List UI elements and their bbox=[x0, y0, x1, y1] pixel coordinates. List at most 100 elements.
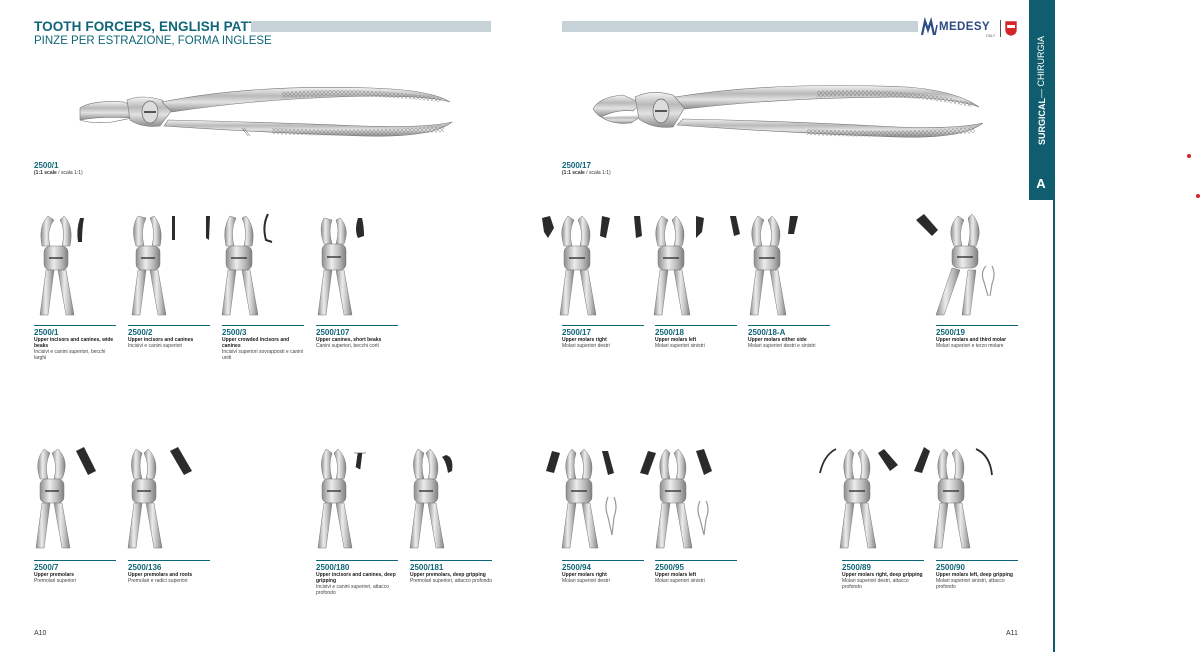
forceps-2500-1-large bbox=[79, 86, 453, 137]
item-rule bbox=[655, 560, 737, 561]
item-code: 2500/180 bbox=[316, 563, 350, 572]
forceps-2500-107-icon bbox=[317, 217, 364, 316]
item-rule bbox=[222, 325, 304, 326]
item-code: 2500/95 bbox=[655, 563, 684, 572]
item-desc-it: Molari superiori destri bbox=[562, 578, 610, 584]
forceps-2500-2-icon bbox=[131, 215, 175, 316]
title-bar-left bbox=[251, 21, 491, 32]
product-item: 2500/90 Upper molars left, deep gripping… bbox=[936, 560, 1018, 590]
item-desc-it: Incisivi e canini superiori bbox=[128, 343, 183, 349]
item-desc-it: Incisivi superiori sovrapposti e canini … bbox=[222, 349, 304, 361]
page-number-left: A10 bbox=[34, 630, 47, 637]
item-code: 2500/94 bbox=[562, 563, 591, 572]
item-code: 2500/17 bbox=[562, 328, 591, 337]
item-desc-en: Upper molars right bbox=[562, 572, 607, 578]
item-desc-en: Upper molars left bbox=[655, 337, 697, 343]
product-item: 2500/180 Upper incisors and canines, dee… bbox=[316, 560, 398, 596]
item-desc-it: Molari superiori sinistri bbox=[655, 578, 705, 584]
scale-bold: (1:1 scale bbox=[562, 170, 585, 176]
item-desc-it: Molari superiori destri e sinistri bbox=[748, 343, 816, 349]
item-desc-en: Upper premolars bbox=[34, 572, 75, 578]
item-rule bbox=[748, 325, 830, 326]
featured-caption-left: 2500/1 (1:1 scale / scala 1:1) bbox=[34, 161, 83, 176]
item-desc-it: Molari superiori destri, attacco profond… bbox=[842, 578, 909, 590]
product-item: 2500/18 Upper molars left Molari superio… bbox=[655, 325, 737, 349]
forceps-2500-181-icon bbox=[409, 448, 453, 549]
product-item: 2500/181 Upper premolars, deep gripping … bbox=[410, 560, 492, 584]
item-desc-en: Upper molars left bbox=[655, 572, 697, 578]
item-code: 2500/1 bbox=[34, 328, 59, 337]
item-desc-it: Canini superiori, becchi corti bbox=[316, 343, 379, 349]
forceps-2500-180-icon bbox=[317, 448, 366, 549]
item-rule bbox=[34, 560, 116, 561]
forceps-2500-1-icon bbox=[39, 215, 84, 316]
item-code: 2500/89 bbox=[842, 563, 871, 572]
item-rule bbox=[562, 560, 644, 561]
featured-scale: (1:1 scale / scala 1:1) bbox=[34, 170, 83, 176]
sidebar-category-rest: — CHIRURGIA bbox=[1036, 36, 1046, 99]
scale-bold: (1:1 scale bbox=[34, 170, 57, 176]
item-desc-it: Premolari e radici superiori bbox=[128, 578, 188, 584]
forceps-2500-19-icon bbox=[916, 213, 995, 316]
product-item: 2500/89 Upper molars right, deep grippin… bbox=[842, 560, 924, 590]
item-rule bbox=[655, 325, 737, 326]
brand-sub: ITALY bbox=[986, 34, 996, 38]
item-rule bbox=[34, 325, 116, 326]
item-desc-en: Upper premolars, deep gripping bbox=[410, 572, 486, 578]
product-item: 2500/18-A Upper molars either side Molar… bbox=[748, 325, 830, 349]
forceps-2500-136-icon bbox=[127, 447, 192, 549]
item-code: 2500/18 bbox=[655, 328, 684, 337]
item-code: 2500/90 bbox=[936, 563, 965, 572]
scale-rest: / scala 1:1) bbox=[56, 170, 83, 176]
product-item: 2500/95 Upper molars left Molari superio… bbox=[655, 560, 737, 584]
item-desc-it: Premolari superiori, attacco profondo bbox=[410, 578, 492, 584]
item-desc-en: Upper incisors and canines bbox=[128, 337, 194, 343]
item-desc-en: Upper premolars and roots bbox=[128, 572, 193, 578]
product-item: 2500/1 Upper incisors and canines, wide … bbox=[34, 325, 116, 361]
item-desc-en: Upper incisors and canines, wide beaks bbox=[34, 337, 114, 349]
product-item: 2500/2 Upper incisors and canines Incisi… bbox=[128, 325, 210, 349]
sidebar-tab bbox=[1029, 0, 1053, 200]
page-number-right: A11 bbox=[1006, 630, 1018, 637]
item-rule bbox=[316, 325, 398, 326]
forceps-2500-17-large bbox=[592, 85, 984, 138]
item-desc-en: Upper molars right bbox=[562, 337, 607, 343]
item-desc-en: Upper incisors and canines, deep grippin… bbox=[316, 572, 396, 584]
forceps-2500-90-icon bbox=[914, 447, 993, 549]
forceps-2500-89-icon bbox=[819, 448, 898, 549]
page-title: TOOTH FORCEPS, ENGLISH PATTERN bbox=[34, 19, 287, 34]
quality-badge-icon bbox=[1004, 20, 1018, 37]
brand-name: MEDESY bbox=[939, 21, 990, 33]
item-desc-it: Molari superiori destri bbox=[562, 343, 610, 349]
featured-code: 2500/17 bbox=[562, 161, 591, 170]
item-desc-en: Upper molars and third molar bbox=[936, 337, 1007, 343]
page-subtitle: PINZE PER ESTRAZIONE, FORMA INGLESE bbox=[34, 35, 272, 47]
product-item: 2500/7 Upper premolars Premolari superio… bbox=[34, 560, 116, 584]
item-rule bbox=[128, 325, 210, 326]
forceps-2500-17-icon bbox=[542, 215, 610, 316]
item-desc-en: Upper crowded incisors and canines bbox=[222, 337, 290, 349]
featured-caption-right: 2500/17 (1:1 scale / scala 1:1) bbox=[562, 161, 611, 176]
item-code: 2500/18-A bbox=[748, 328, 786, 337]
product-item: 2500/17 Upper molars right Molari superi… bbox=[562, 325, 644, 349]
item-desc-en: Upper canines, short beaks bbox=[316, 337, 382, 343]
item-desc-it: Incisivi e canini superiori, attacco pro… bbox=[316, 584, 390, 596]
item-rule bbox=[936, 325, 1018, 326]
item-rule bbox=[562, 325, 644, 326]
item-rule bbox=[316, 560, 398, 561]
item-desc-it: Premolari superiori bbox=[34, 578, 76, 584]
item-desc-en: Upper molars left, deep gripping bbox=[936, 572, 1013, 578]
item-code: 2500/19 bbox=[936, 328, 965, 337]
item-rule bbox=[410, 560, 492, 561]
item-desc-it: Molari superiori e terzo molare bbox=[936, 343, 1004, 349]
item-code: 2500/136 bbox=[128, 563, 162, 572]
item-rule bbox=[128, 560, 210, 561]
item-code: 2500/2 bbox=[128, 328, 153, 337]
forceps-2500-95-icon bbox=[640, 448, 712, 549]
item-code: 2500/7 bbox=[34, 563, 59, 572]
item-rule bbox=[936, 560, 1018, 561]
sidebar-category-bold: SURGICAL bbox=[1037, 98, 1047, 146]
medesy-logo-mark-icon bbox=[920, 16, 938, 36]
logo-separator bbox=[1000, 20, 1001, 37]
featured-code: 2500/1 bbox=[34, 161, 59, 170]
